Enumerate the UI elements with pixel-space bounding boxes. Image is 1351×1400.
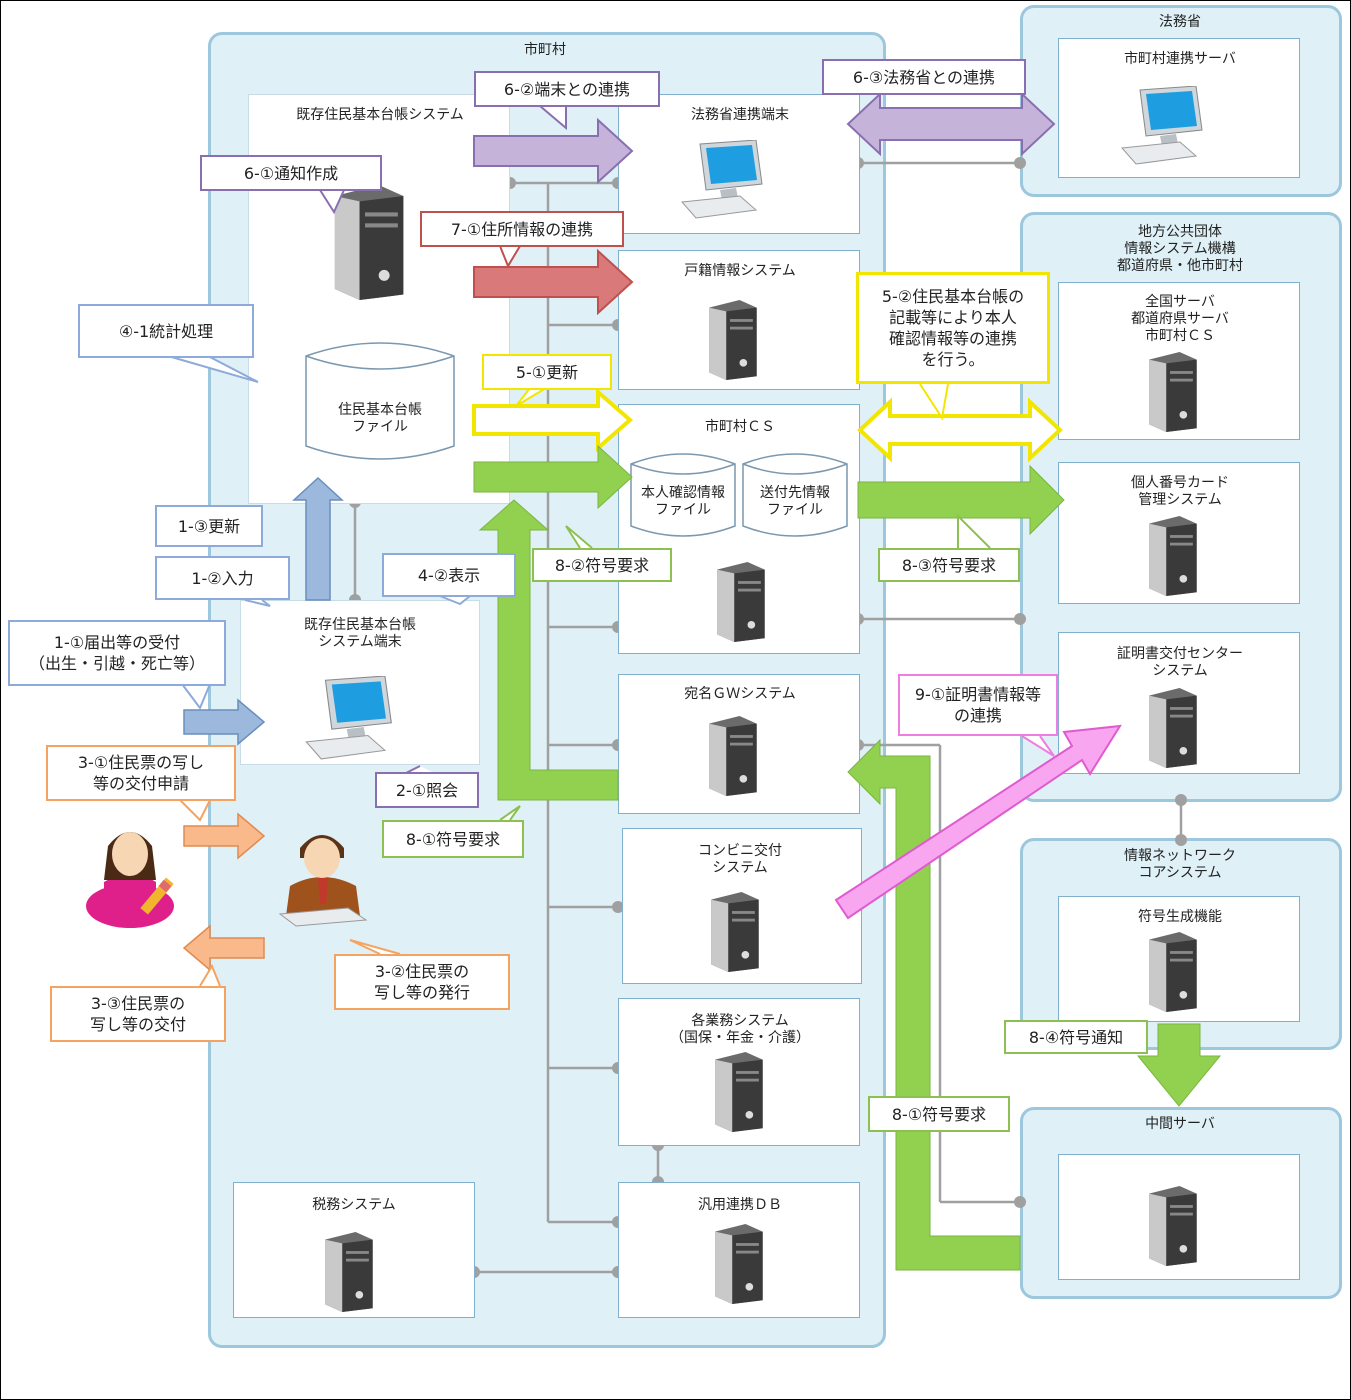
arrow-3-3: [182, 924, 265, 972]
city-cs-label: 市町村ＣＳ: [705, 419, 775, 435]
arrow-8-4: [1136, 1023, 1222, 1107]
callout-6-1: 6-①通知作成: [200, 155, 382, 191]
certificate-center-label: 証明書交付センター システム: [1117, 646, 1243, 679]
callout-8-3: 8-③符号要求: [878, 548, 1020, 582]
arrow-8-2: [473, 444, 633, 510]
woman-applicant-icon: [86, 832, 174, 928]
business-label: 各業務システム （国保・年金・介護）: [670, 1013, 810, 1046]
callout-4-1: ④-1統計処理: [78, 304, 254, 358]
callout-3-1: 3-①住民票の写し 等の交付申請: [46, 745, 236, 801]
arrow-1-1: [183, 698, 266, 746]
tax-label: 税務システム: [312, 1197, 396, 1213]
callout-2-1: 2-①照会: [375, 772, 479, 808]
callout-8-2: 8-②符号要求: [532, 548, 672, 582]
jlis-label: 地方公共団体 情報システム機構 都道府県・他市町村: [1117, 224, 1243, 274]
callout-8-4: 8-④符号通知: [1004, 1020, 1148, 1054]
national-server-label: 全国サーバ 都道府県サーバ 市町村ＣＳ: [1131, 294, 1229, 344]
database-cylinder-icon: [305, 342, 455, 460]
database-cylinder-icon: [742, 453, 848, 537]
arrow-8-1-right: [847, 738, 1021, 1271]
arrow-5-1: [472, 387, 634, 453]
callout-5-2: 5-②住民基本台帳の 記載等により本人 確認情報等の連携 を行う。: [856, 272, 1050, 384]
koseki-label: 戸籍情報システム: [684, 263, 796, 279]
identity-file-label: 本人確認情報 ファイル: [641, 485, 725, 518]
moj-terminal-label: 法務省連携端末: [691, 107, 789, 123]
callout-1-1: 1-①届出等の受付 （出生・引越・死亡等）: [8, 620, 226, 686]
municipality-label: 市町村: [524, 42, 566, 58]
clerk-icon: [278, 835, 368, 927]
arrow-7-1: [473, 248, 634, 316]
registry-terminal-label: 既存住民基本台帳 システム端末: [304, 617, 416, 650]
arrow-3-1: [183, 812, 266, 860]
callout-1-3: 1-③更新: [155, 505, 263, 547]
registry-file-label: 住民基本台帳 ファイル: [338, 402, 422, 435]
callout-8-1a: 8-①符号要求: [382, 820, 524, 858]
arrow-9-1: [834, 724, 1122, 920]
callout-6-2: 6-②端末との連携: [474, 71, 660, 107]
callout-7-1: 7-①住所情報の連携: [420, 211, 624, 247]
infonet-label: 情報ネットワーク コアシステム: [1124, 848, 1236, 881]
arrow-1-3: [292, 476, 344, 601]
callout-3-3: 3-③住民票の 写し等の交付: [50, 986, 226, 1042]
callout-4-2: 4-②表示: [382, 553, 516, 597]
destination-file-label: 送付先情報 ファイル: [760, 485, 830, 518]
mynumber-card-label: 個人番号カード 管理システム: [1131, 475, 1229, 508]
middle-label: 中間サーバ: [1145, 1116, 1215, 1132]
code-gen-label: 符号生成機能: [1138, 909, 1222, 925]
convenience-label: コンビニ交付 システム: [698, 843, 782, 876]
atena-gw-label: 宛名ＧＷシステム: [684, 686, 796, 702]
arrow-6-2: [473, 117, 634, 185]
moj-label: 法務省: [1159, 14, 1201, 30]
arrow-8-3: [857, 464, 1065, 536]
callout-9-1: 9-①証明書情報等 の連携: [898, 674, 1058, 736]
arrow-5-2: [857, 397, 1063, 463]
existing-registry-label: 既存住民基本台帳システム: [296, 107, 464, 123]
database-cylinder-icon: [630, 453, 736, 537]
callout-3-2: 3-②住民票の 写し等の発行: [334, 954, 510, 1010]
callout-8-1b: 8-①符号要求: [868, 1096, 1010, 1132]
arrow-6-3: [846, 91, 1056, 157]
general-db-label: 汎用連携ＤＢ: [698, 1197, 782, 1213]
callout-1-2: 1-②入力: [155, 556, 290, 600]
callout-5-1: 5-①更新: [482, 354, 612, 390]
city-server-label: 市町村連携サーバ: [1124, 51, 1236, 67]
callout-6-3: 6-③法務省との連携: [822, 59, 1026, 95]
